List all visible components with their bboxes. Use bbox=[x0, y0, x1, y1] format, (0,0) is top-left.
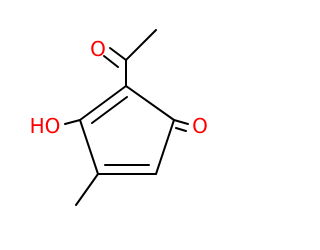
bond-c2-ketone-oxygen-double bbox=[175, 127, 187, 132]
bond-c2-c3 bbox=[155, 119, 175, 175]
bond-c5-hydroxyl bbox=[64, 119, 81, 125]
bond-c1-c2 bbox=[125, 85, 175, 121]
bond-acetyl-oxygen bbox=[109, 47, 127, 61]
bond-c5-c1-double bbox=[91, 96, 128, 124]
hydroxyl-label: HO bbox=[30, 114, 61, 138]
bond-c2-ketone-oxygen bbox=[173, 119, 189, 125]
acetyl-oxygen-label: O bbox=[90, 37, 106, 61]
bond-acetyl-oxygen-double bbox=[103, 55, 119, 68]
bond-c4-c5 bbox=[79, 119, 99, 175]
bond-c5-c1 bbox=[79, 85, 127, 121]
ketone-oxygen-label: O bbox=[192, 114, 208, 138]
molecule-structure-diagram: O O HO bbox=[30, 29, 208, 206]
bond-acetyl-methyl bbox=[125, 29, 157, 61]
bond-c4-methyl bbox=[75, 173, 99, 206]
